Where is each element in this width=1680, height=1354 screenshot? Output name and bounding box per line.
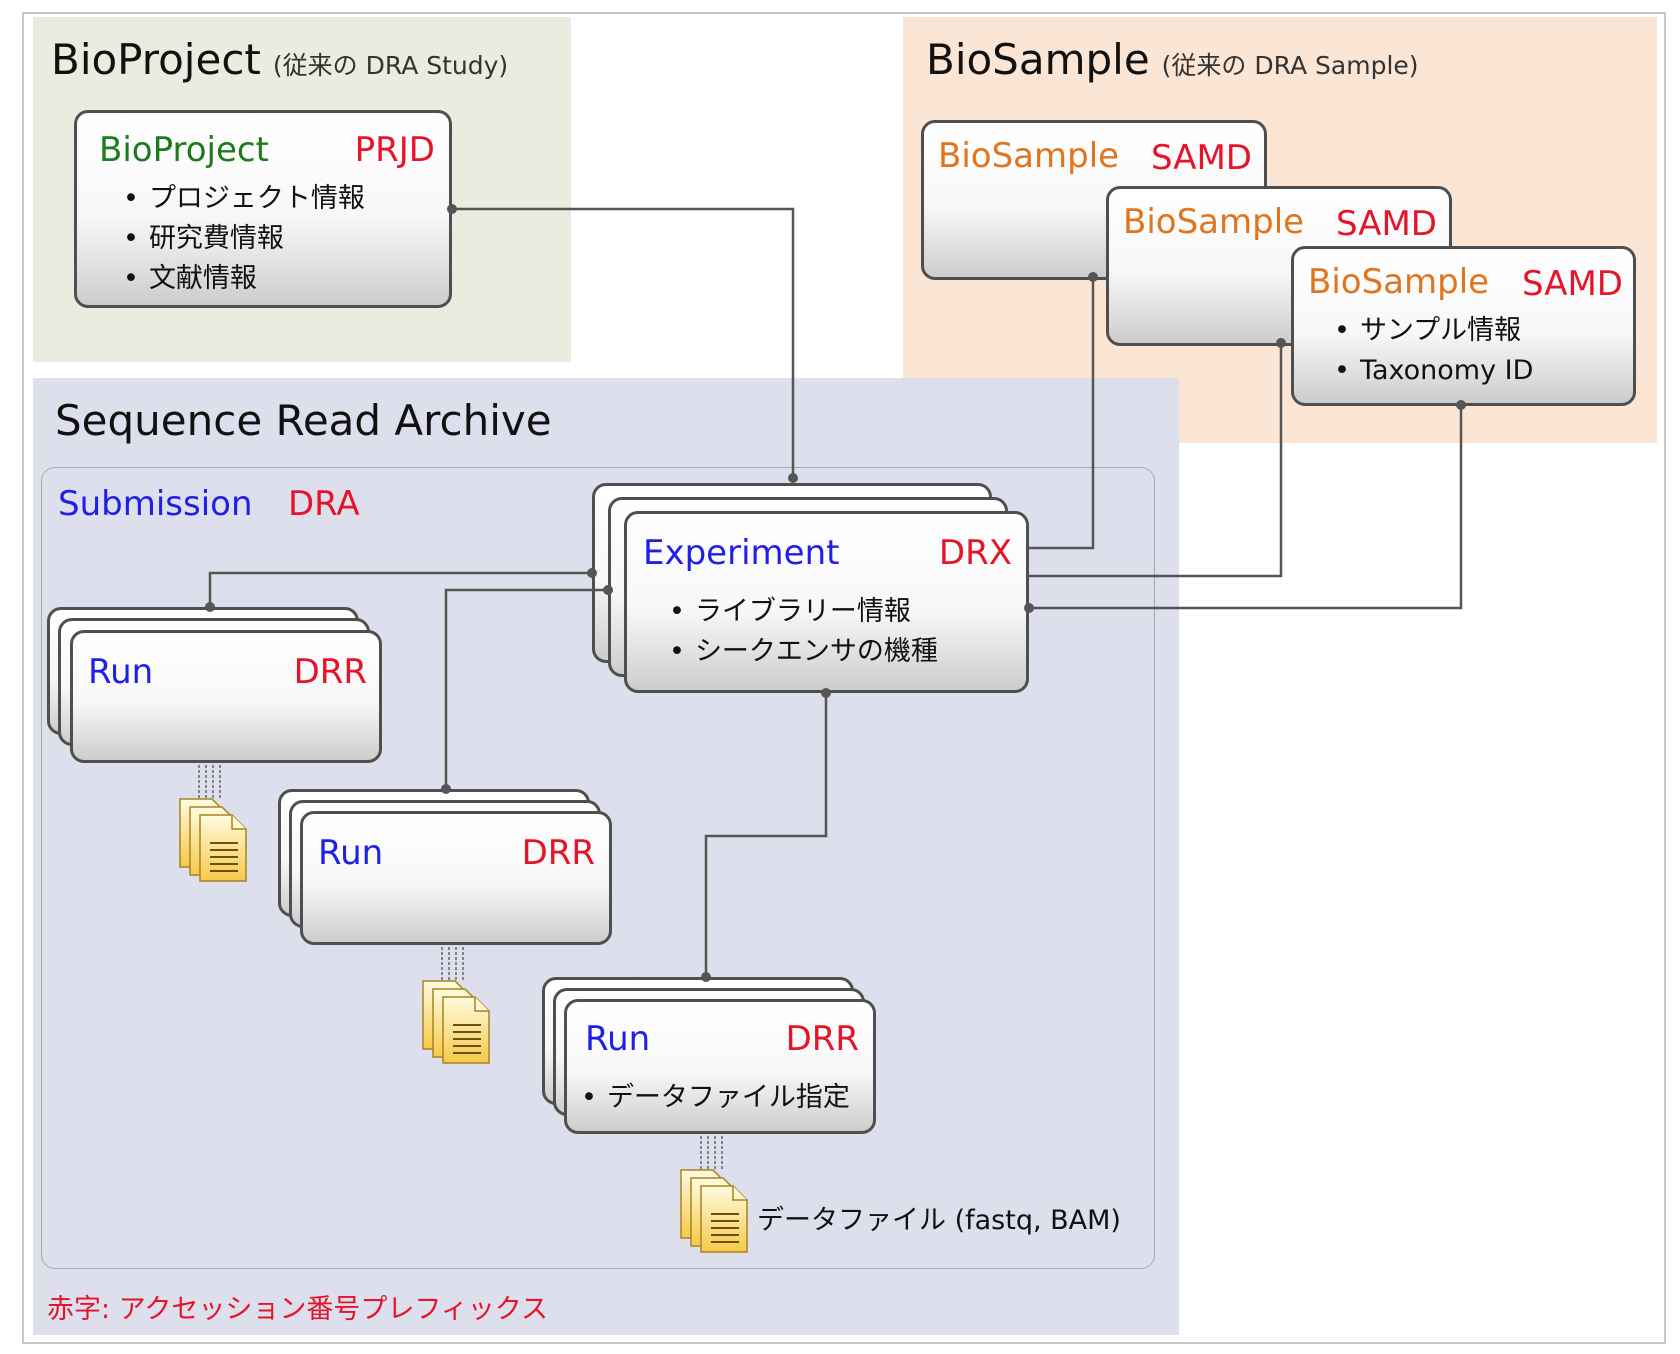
document-stack-icon — [422, 980, 490, 1064]
run-card-1: Run DRR — [70, 630, 382, 763]
list-item: 文献情報 — [123, 259, 365, 299]
biosample-region-subtitle: (従来の DRA Sample) — [1161, 51, 1419, 80]
biosample-card-title: BioSample — [1123, 202, 1305, 242]
bioproject-region-subtitle: (従来の DRA Study) — [272, 51, 509, 80]
biosample-card-items: サンプル情報 Taxonomy ID — [1334, 311, 1533, 391]
bioproject-region-title: BioProject(従来の DRA Study) — [51, 39, 508, 81]
run-card-title: Run — [318, 833, 384, 873]
biosample-card-prefix: SAMD — [1151, 138, 1252, 178]
bioproject-card: BioProject PRJD プロジェクト情報 研究費情報 文献情報 — [74, 110, 452, 308]
run-card-2: Run DRR — [300, 811, 612, 945]
bioproject-card-prefix: PRJD — [354, 130, 435, 170]
submission-box — [41, 467, 1155, 1269]
list-item: データファイル指定 — [581, 1078, 850, 1118]
run-card-3: Run DRR データファイル指定 — [564, 999, 876, 1134]
biosample-card-3: BioSample SAMD サンプル情報 Taxonomy ID — [1291, 246, 1636, 406]
list-item: シークエンサの機種 — [669, 632, 938, 672]
biosample-card-prefix: SAMD — [1522, 264, 1623, 304]
document-stack-icon — [680, 1169, 748, 1253]
biosample-card-prefix: SAMD — [1336, 204, 1437, 244]
biosample-card-title: BioSample — [1308, 262, 1490, 302]
list-item: Taxonomy ID — [1334, 351, 1533, 391]
data-file-caption: データファイル (fastq, BAM) — [757, 1205, 1121, 1236]
run-card-prefix: DRR — [785, 1019, 859, 1059]
list-item: プロジェクト情報 — [123, 179, 365, 219]
bioproject-card-items: プロジェクト情報 研究費情報 文献情報 — [123, 179, 365, 299]
bioproject-region-title-text: BioProject — [51, 35, 261, 84]
sra-region-title: Sequence Read Archive — [55, 396, 552, 445]
submission-prefix: DRA — [288, 484, 360, 524]
biosample-region-title: BioSample(従来の DRA Sample) — [926, 39, 1419, 81]
run-card-prefix: DRR — [293, 652, 367, 692]
list-item: サンプル情報 — [1334, 311, 1533, 351]
biosample-card-title: BioSample — [938, 136, 1120, 176]
bioproject-card-title: BioProject — [99, 130, 269, 170]
list-item: ライブラリー情報 — [669, 592, 938, 632]
list-item: 研究費情報 — [123, 219, 365, 259]
experiment-card-title: Experiment — [643, 533, 840, 573]
diagram-frame — [22, 12, 1666, 1344]
experiment-card-prefix: DRX — [938, 533, 1012, 573]
document-stack-icon — [179, 798, 247, 882]
run-card-title: Run — [88, 652, 154, 692]
run-card-prefix: DRR — [521, 833, 595, 873]
experiment-card: Experiment DRX ライブラリー情報 シークエンサの機種 — [624, 511, 1029, 693]
experiment-card-items: ライブラリー情報 シークエンサの機種 — [669, 592, 938, 672]
submission-label: Submission — [58, 484, 253, 524]
run-card-items: データファイル指定 — [581, 1078, 850, 1118]
legend-note: 赤字: アクセッション番号プレフィックス — [47, 1294, 548, 1325]
run-card-title: Run — [585, 1019, 651, 1059]
biosample-region-title-text: BioSample — [926, 35, 1150, 84]
